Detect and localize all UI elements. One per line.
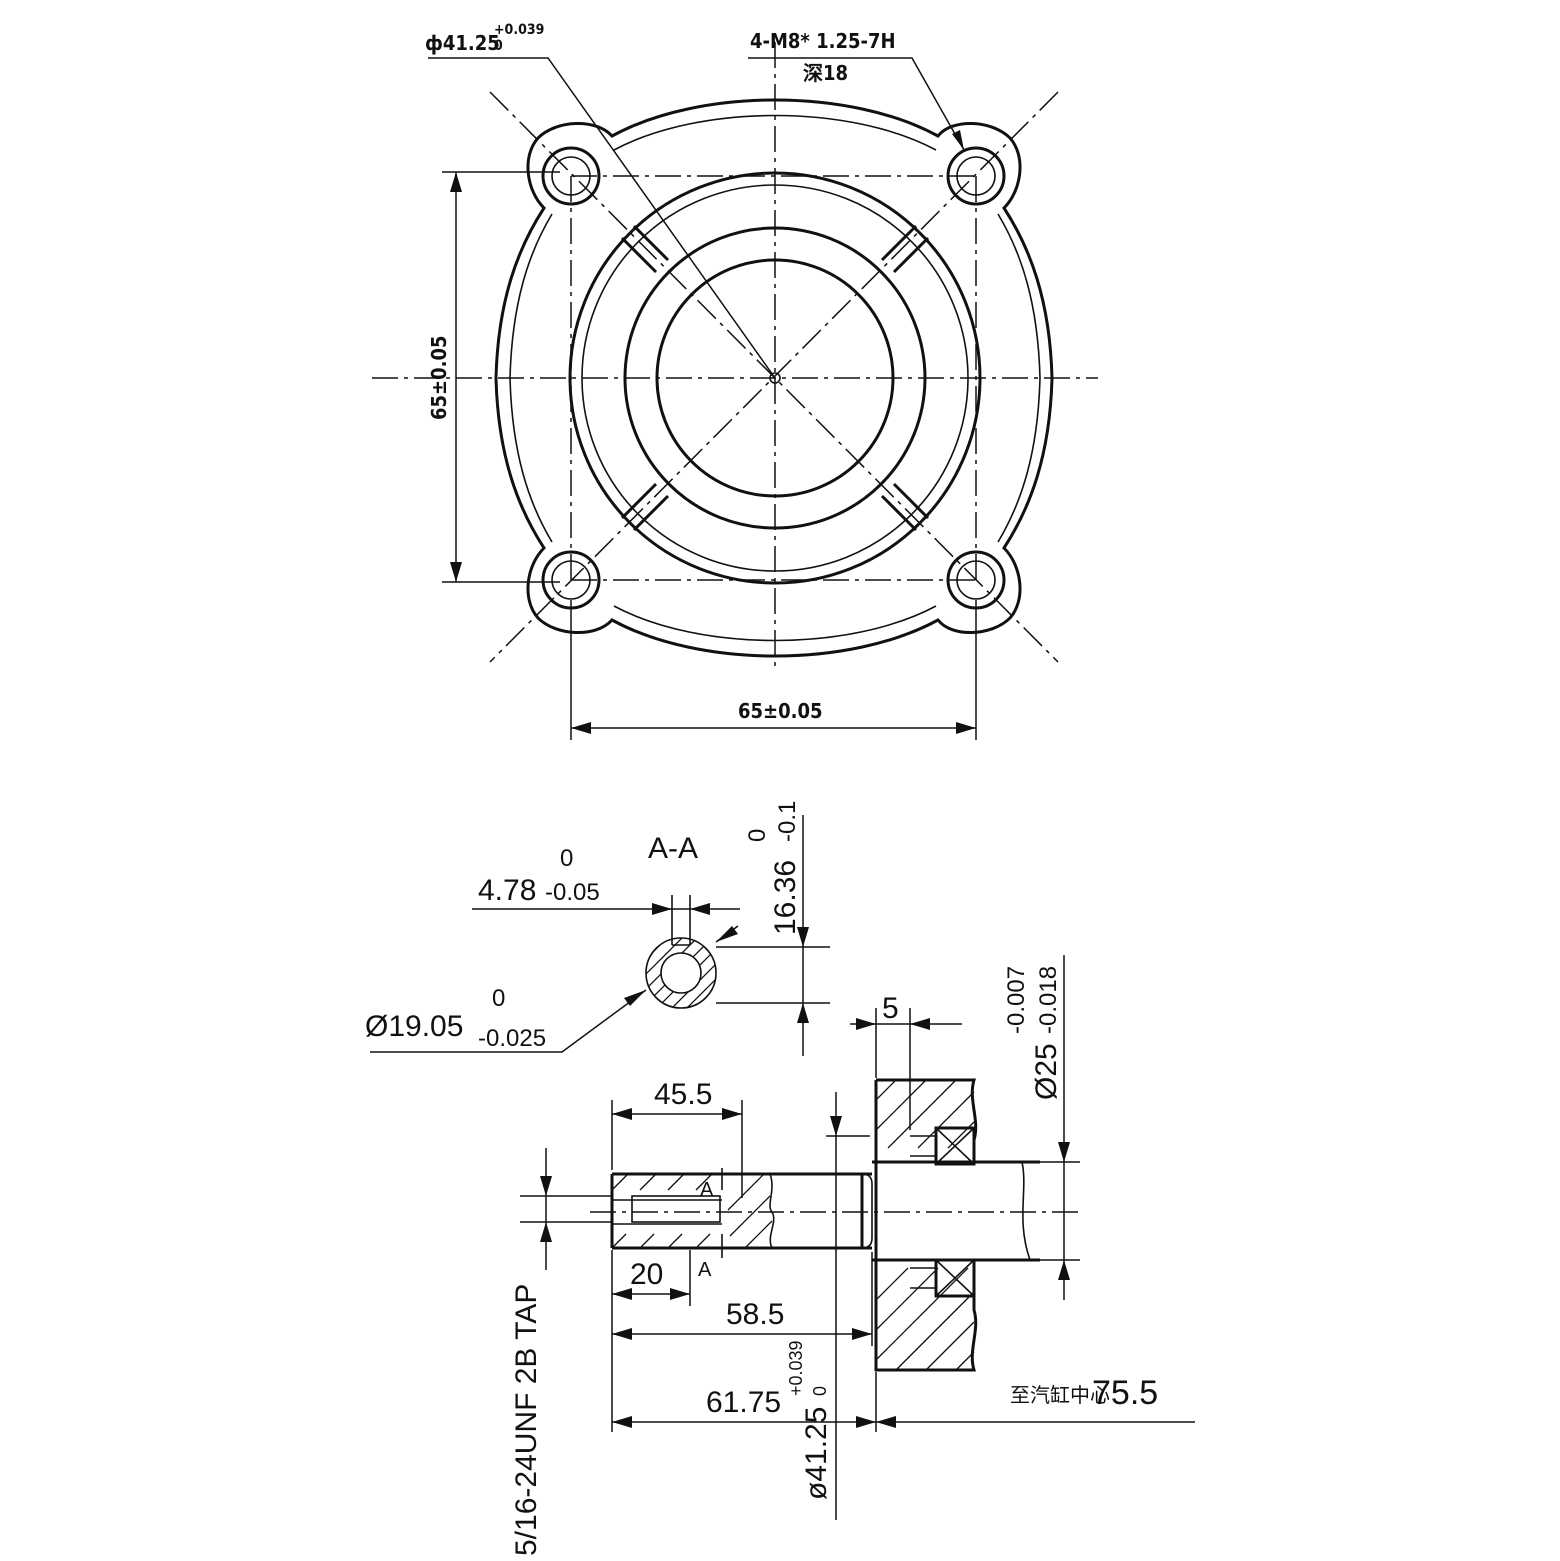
cylinder-note-label: 至汽缸中心	[1010, 1384, 1110, 1407]
ribs	[620, 224, 930, 532]
bore-tol-upper: +0.039	[494, 22, 544, 38]
pitch-horizontal-label: 65±0.05	[738, 699, 823, 723]
bearing-tol-lower: -0.018	[1035, 966, 1062, 1034]
section-view-aa: A-A 4.78 0 -0.05 16.36 0 -0.1 Ø19.05 0 -…	[365, 801, 830, 1056]
bolt-hole-top-left	[541, 146, 601, 206]
thread-depth-label: 深18	[803, 61, 848, 85]
dim-58-5-label: 58.5	[726, 1298, 784, 1331]
thread-spec-label: 4-M8* 1.25-7H	[750, 29, 896, 53]
tap-spec-label: 5/16-24UNF 2B TAP	[510, 1284, 543, 1556]
flange-inner-outline	[509, 114, 1041, 642]
dim-5-label: 5	[882, 992, 899, 1025]
flange-outline	[494, 98, 1054, 658]
pitch-horizontal-dimension	[570, 600, 977, 740]
key-depth-tol-upper: 0	[744, 829, 771, 842]
section-mark-top: A	[700, 1179, 714, 1201]
shaft-tol-upper: 0	[492, 985, 505, 1012]
boss-ring	[623, 226, 927, 530]
bore-diameter-label: ф41.25	[425, 31, 500, 55]
thread-leader-arrow	[952, 130, 964, 150]
dim-61-75-label: 61.75	[706, 1386, 781, 1419]
bore-diameter-leader	[428, 57, 776, 379]
key-depth-label: 16.36	[769, 860, 802, 935]
cylinder-distance-label: 75.5	[1092, 1374, 1158, 1412]
outer-boss-inner-ring	[581, 184, 969, 572]
thread-spec-leader	[748, 57, 965, 151]
outer-boss-ring	[568, 171, 982, 585]
crankcase-hatch	[875, 1079, 975, 1371]
key-width-label: 4.78	[478, 874, 536, 907]
pilot-tol-upper: +0.039	[786, 1340, 806, 1396]
section-mark-bottom: A	[698, 1259, 712, 1281]
bore-circle	[655, 258, 895, 498]
top-view-flange: ф41.25 +0.039 0 4-M8* 1.25-7H 深18 65±0.0…	[372, 22, 1098, 740]
bore-tol-lower: 0	[494, 38, 503, 54]
bearing-tol-upper: -0.007	[1003, 966, 1030, 1034]
pilot-diameter-label: ø41.25	[800, 1407, 833, 1500]
key-depth-tol-lower: -0.1	[774, 801, 801, 842]
center-mark	[769, 372, 781, 384]
pitch-vertical-label: 65±0.05	[427, 335, 451, 420]
key-width-tol-upper: 0	[560, 845, 573, 872]
bolt-hole-top-right	[946, 146, 1006, 206]
pitch-vertical-dimension	[442, 171, 560, 583]
shaft-hatch	[611, 1173, 773, 1249]
shaft-diameter-label: Ø19.05	[365, 1010, 463, 1043]
dim-20-label: 20	[630, 1258, 663, 1291]
key-width-tol-lower: -0.05	[545, 879, 600, 906]
pilot-tol-lower: 0	[810, 1386, 830, 1396]
section-label: A-A	[648, 832, 698, 865]
shaft-tol-lower: -0.025	[478, 1025, 546, 1052]
dim-45-5-label: 45.5	[654, 1078, 712, 1111]
bearing-diameter-label: Ø25	[1030, 1043, 1063, 1100]
side-view-shaft: 45.5 5 Ø25 -0.007 -0.018 A A 20 5	[510, 955, 1195, 1556]
